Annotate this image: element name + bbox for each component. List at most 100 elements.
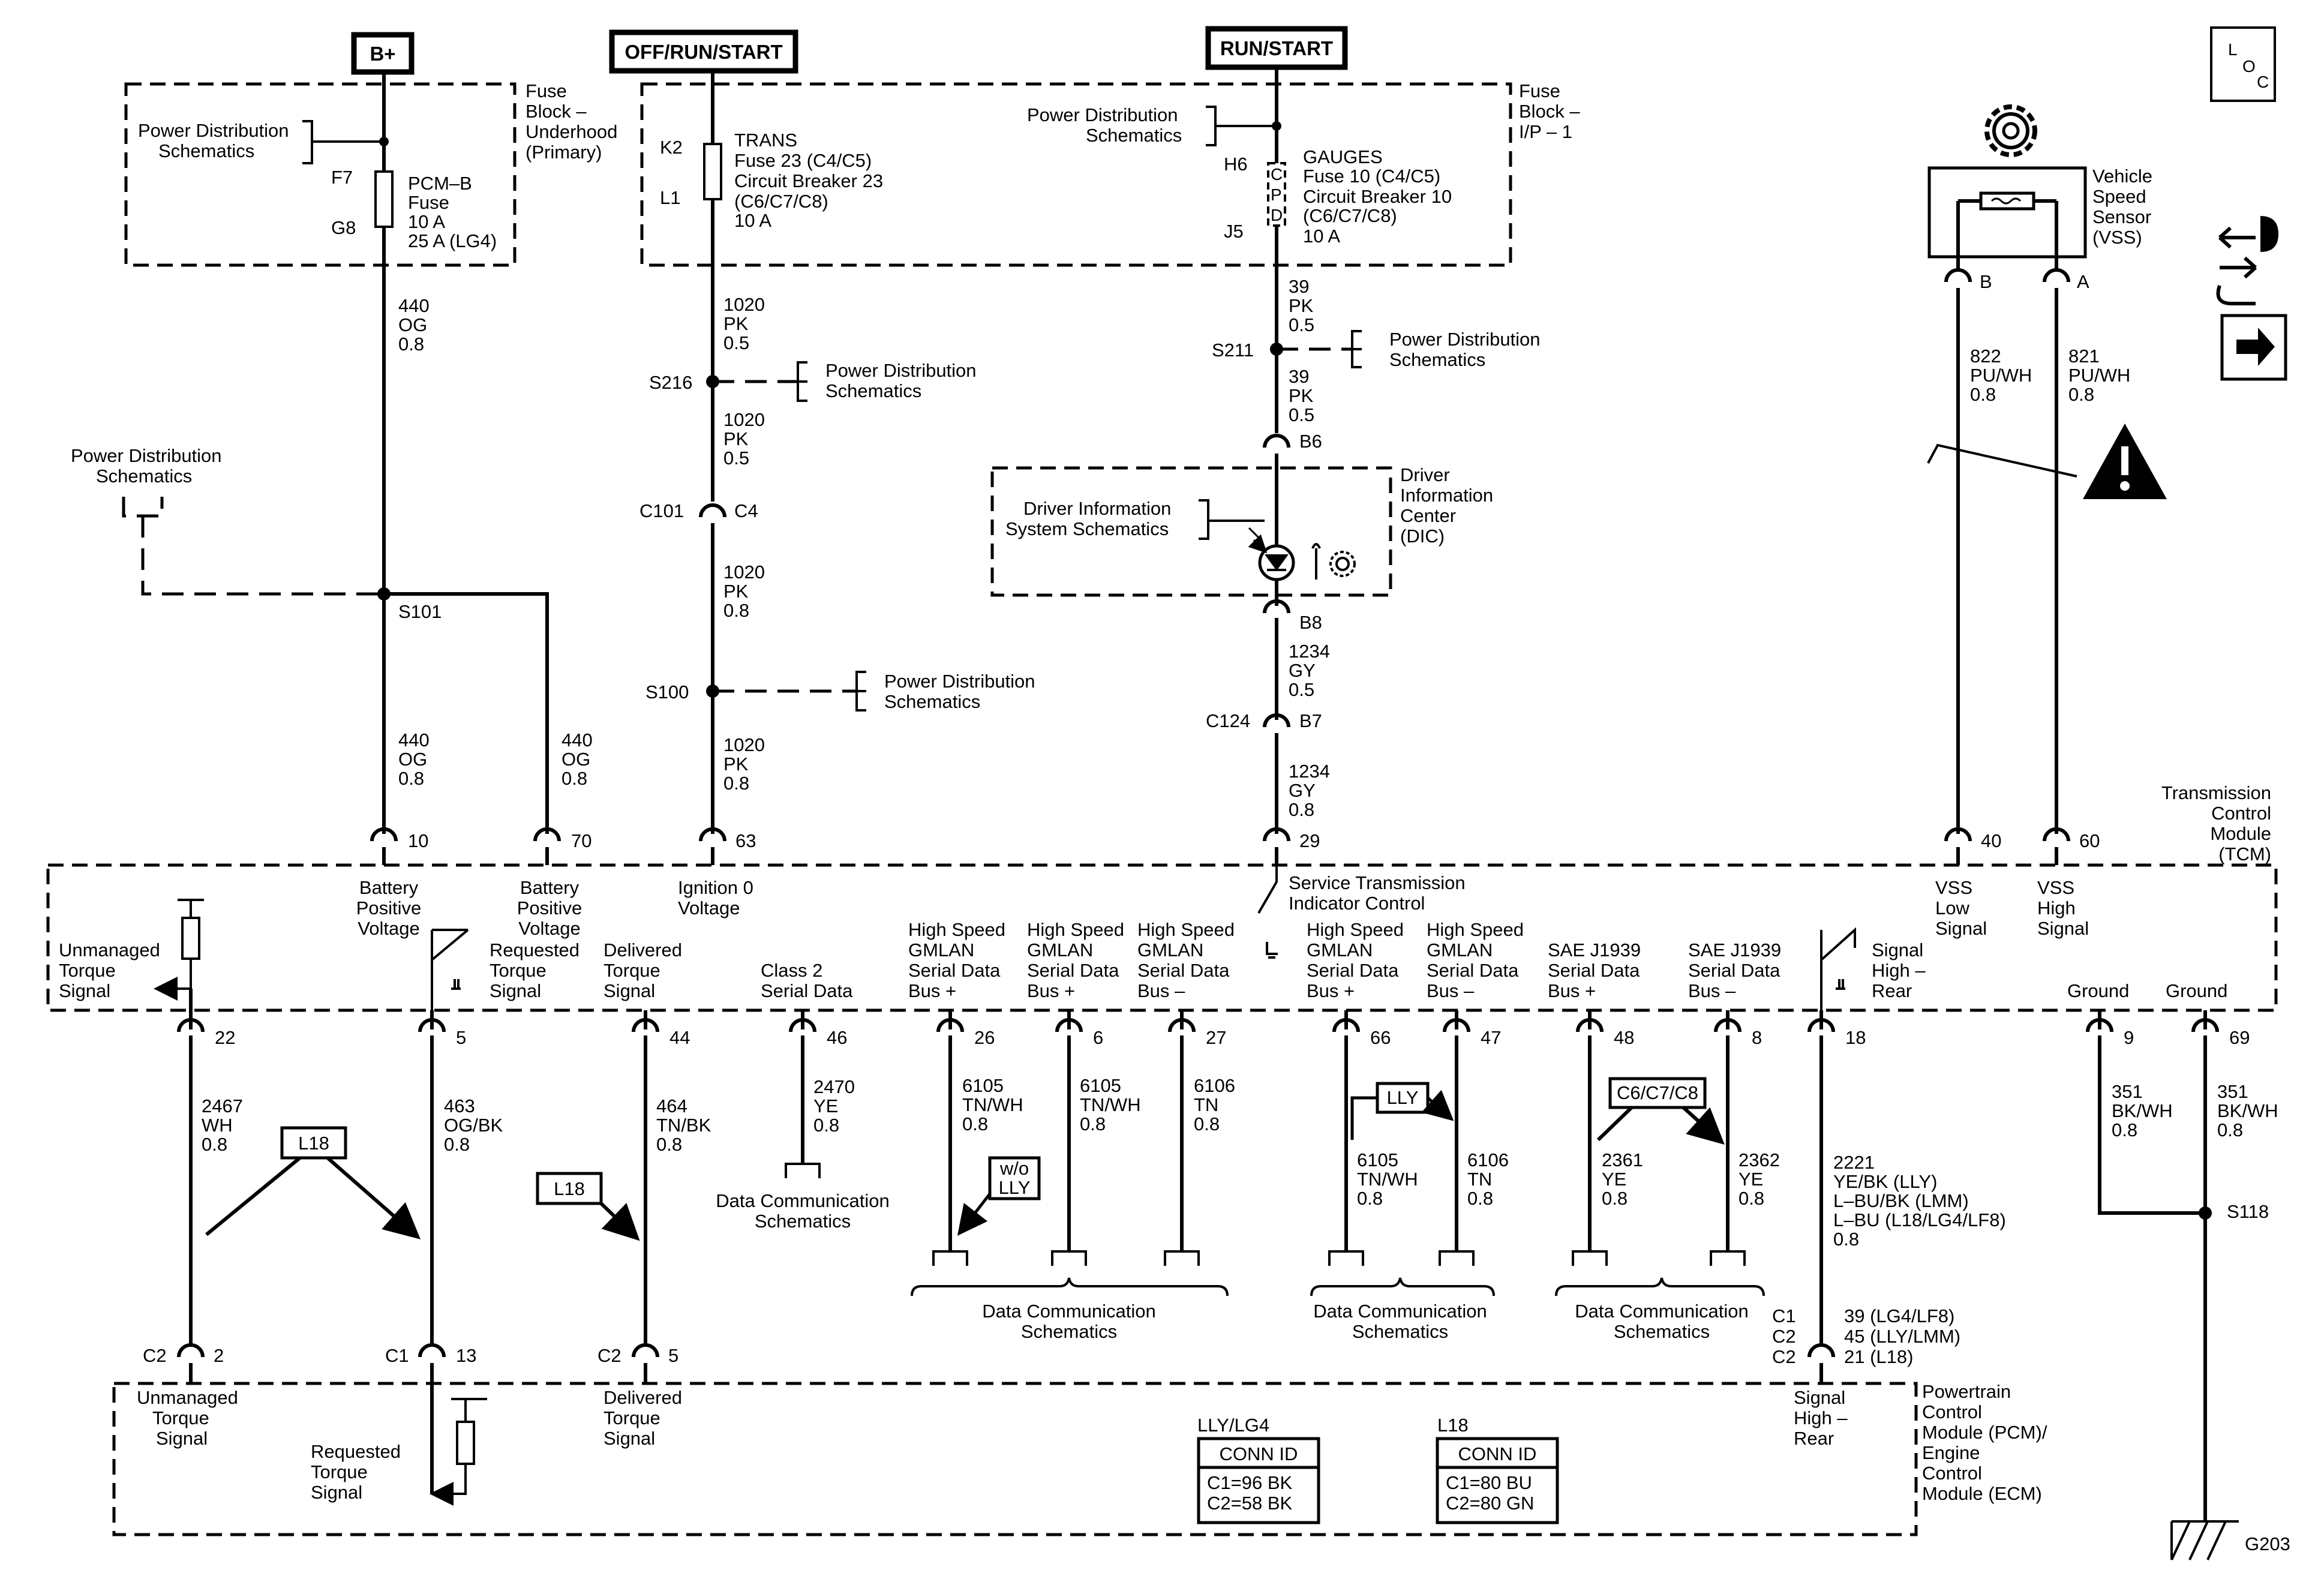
svg-text:39 (LG4/LF8): 39 (LG4/LF8) [1844,1305,1954,1326]
wire-label-440-c: 440 OG 0.8 [562,730,593,789]
svg-text:C1=80 BU: C1=80 BU [1446,1472,1532,1493]
svg-text:0.8: 0.8 [444,1134,470,1155]
tcm-pin-arc-p69 [2191,1018,2219,1032]
connector-b6 [1263,434,1290,448]
svg-text:GMLAN: GMLAN [908,939,974,960]
svg-text:C2: C2 [597,1345,621,1366]
svg-text:39: 39 [1289,366,1309,387]
svg-text:GY: GY [1289,660,1316,681]
svg-text:L–BU (L18/LG4/LF8): L–BU (L18/LG4/LF8) [1833,1209,2006,1230]
tcm-pin-label-p8: 8 [1752,1027,1762,1048]
svg-text:0.8: 0.8 [1739,1188,1764,1209]
pcm-label-delivered: Delivered Torque Signal [603,1387,682,1449]
pin-l1: L1 [660,187,680,208]
svg-text:BK/WH: BK/WH [2112,1100,2173,1121]
svg-text:0.5: 0.5 [723,448,749,469]
option-lly: LLY [1350,1082,1449,1140]
svg-text:Schematics: Schematics [1086,125,1182,146]
tcm-pin-label-p5: 5 [456,1027,466,1048]
svg-text:6105: 6105 [1080,1075,1121,1096]
svg-text:Schematics: Schematics [96,466,192,487]
fuse-block-underhood [124,82,517,267]
data-comm-ref-4-label: Data Communication Schematics [1575,1301,1748,1342]
fuse-pcm-b-label: PCM–B Fuse 10 A 25 A (LG4) [408,173,497,251]
svg-text:TN: TN [1194,1094,1218,1115]
tcm-pin-label-p69: 69 [2229,1027,2250,1048]
svg-text:Data Communication: Data Communication [1575,1301,1748,1322]
tcm-pin-label-p47: 47 [1481,1027,1501,1048]
svg-text:YE: YE [1602,1169,1626,1190]
svg-text:C1=96 BK: C1=96 BK [1207,1472,1293,1493]
svg-text:Schematics: Schematics [884,691,980,712]
svg-text:YE/BK (LLY): YE/BK (LLY) [1833,1171,1937,1192]
svg-text:O: O [2242,57,2256,76]
svg-text:Circuit Breaker 23: Circuit Breaker 23 [734,170,883,191]
splice-s100-label: S100 [645,682,689,703]
pcm-requested-circuit: Requested Torque Signal [311,1398,487,1506]
svg-text:Signal: Signal [2037,918,2089,939]
tcm-pin-arc-p6 [1055,1018,1083,1032]
svg-text:Powertrain: Powertrain [1922,1381,2011,1402]
data-comm-ref-1: Data Communication Schematics [716,1163,890,1232]
svg-text:822: 822 [1970,346,2001,367]
svg-text:PK: PK [723,581,749,602]
svg-text:Unmanaged: Unmanaged [59,939,160,960]
data-comm-ref-2-label: Data Communication Schematics [982,1301,1155,1342]
connector-hand-icon [2216,216,2278,305]
svg-text:OG: OG [398,314,427,335]
svg-text:Rear: Rear [1794,1428,1834,1449]
wire-label-1020-d: 1020 PK 0.8 [723,734,765,794]
tcm-pin-arc-p27 [1168,1018,1196,1032]
run-start-source: RUN/START [1205,26,1348,70]
option-c6-c7-c8: C6/C7/C8 [1596,1077,1719,1140]
splice-s216-label: S216 [649,372,692,393]
wire-label-39-b: 39 PK 0.5 [1289,366,1314,425]
svg-text:Class 2: Class 2 [761,960,822,981]
tcm-pin-arc-p66 [1332,1018,1360,1032]
svg-text:Delivered: Delivered [603,939,682,960]
svg-text:0.5: 0.5 [1289,679,1314,700]
svg-text:PU/WH: PU/WH [1970,365,2032,386]
svg-text:Bus –: Bus – [1137,980,1185,1001]
arrow-right-icon[interactable] [2220,314,2287,381]
vss-label: Vehicle Speed Sensor (VSS) [2092,166,2152,248]
svg-text:Serial Data: Serial Data [1137,960,1230,981]
svg-text:Signal: Signal [311,1482,362,1503]
fuse-cpd: C P D [1267,162,1286,227]
fuse-block-ip-label: Fuse Block – I/P – 1 [1519,80,1580,142]
svg-text:39: 39 [1289,276,1309,297]
svg-text:OG/BK: OG/BK [444,1115,503,1136]
svg-text:Serial Data: Serial Data [908,960,1001,981]
svg-text:Power Distribution: Power Distribution [1027,104,1178,125]
splice-s101-label: S101 [398,601,442,622]
pin-b6: B6 [1299,431,1322,452]
wire-label-822: 822 PU/WH 0.8 [1970,346,2032,405]
svg-text:0.8: 0.8 [723,600,749,621]
pin-vss-b: B [1980,271,1992,292]
svg-text:2: 2 [214,1345,224,1366]
svg-text:C4: C4 [734,500,758,521]
led-icon [1249,527,1295,581]
pin-b8: B8 [1299,612,1322,633]
svg-text:LLY: LLY [1387,1087,1419,1108]
svg-text:C2: C2 [1772,1346,1796,1367]
svg-text:Transmission: Transmission [2161,782,2271,803]
svg-text:Schematics: Schematics [825,380,921,401]
tcm-label-ground-1: Ground [2067,980,2129,1001]
pin-h6: H6 [1224,154,1248,175]
tcm-top-pins: 10 70 63 29 40 60 [370,827,2100,865]
tcm-pin-arc-p8 [1714,1018,1742,1032]
svg-text:L18: L18 [298,1133,329,1154]
svg-text:Vehicle: Vehicle [2092,166,2152,187]
svg-text:Service Transmission: Service Transmission [1289,872,1466,893]
tcm-pin-label-p46: 46 [827,1027,847,1048]
svg-text:Data Communication: Data Communication [1313,1301,1487,1322]
tcm-pin-arc-p47 [1443,1018,1470,1032]
pin-k2: K2 [660,137,683,158]
svg-text:Schematics: Schematics [1021,1321,1117,1342]
svg-text:440: 440 [398,295,430,316]
svg-text:(VSS): (VSS) [2092,227,2142,248]
